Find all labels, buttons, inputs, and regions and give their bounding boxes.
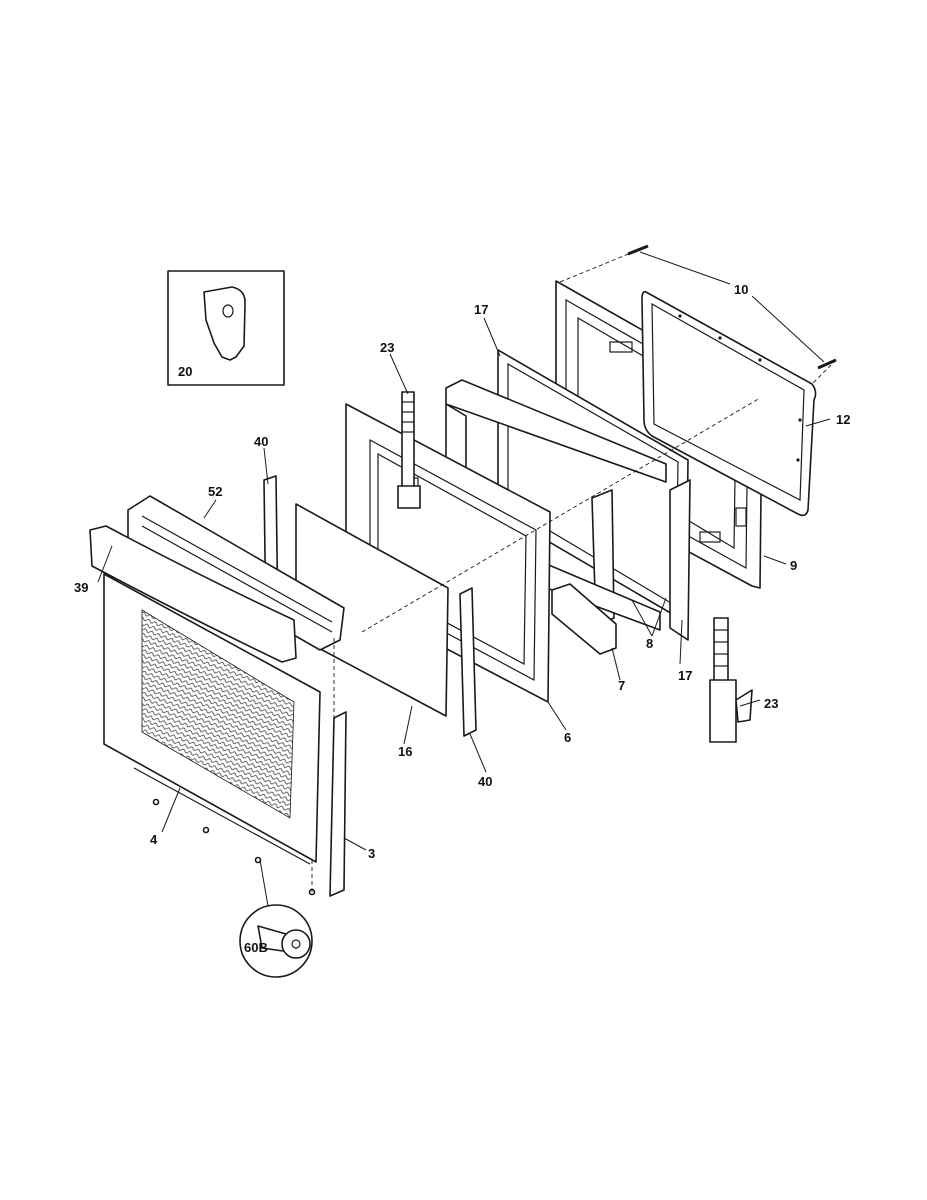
callout-9: 9 [790,558,797,573]
callout-39: 39 [74,580,88,595]
callout-12: 12 [836,412,850,427]
callout-40-top: 40 [254,434,268,449]
callout-4: 4 [150,832,158,847]
callout-60b: 60B [244,940,268,955]
part-4-outer-door [103,573,321,865]
callout-16: 16 [398,744,412,759]
part-39-handle [89,525,297,663]
part-60b-screw-detail [239,904,313,978]
part-12-gasket [641,290,817,517]
callout-3: 3 [368,846,375,861]
callout-10: 10 [734,282,748,297]
callout-17-bottom: 17 [678,668,692,683]
callout-17-top: 17 [474,302,488,317]
callout-20: 20 [178,364,192,379]
leader-lines [97,251,831,907]
callout-6: 6 [564,730,571,745]
callout-8: 8 [646,636,653,651]
callout-52: 52 [208,484,222,499]
part-40-channel-right [459,587,477,737]
callout-23-right: 23 [764,696,778,711]
projection-lines [311,245,837,892]
part-3-side-trim [329,711,347,897]
callout-23-top: 23 [380,340,394,355]
part-23-hinge-top [397,391,421,509]
part-7-baffle [551,583,617,655]
callout-40-bottom: 40 [478,774,492,789]
inset-box-part-20 [167,270,285,386]
callout-7: 7 [618,678,625,693]
callout-labels: 10 12 9 17 17 8 7 6 23 23 40 40 52 39 16… [74,282,850,955]
part-23-hinge-right [709,617,753,743]
